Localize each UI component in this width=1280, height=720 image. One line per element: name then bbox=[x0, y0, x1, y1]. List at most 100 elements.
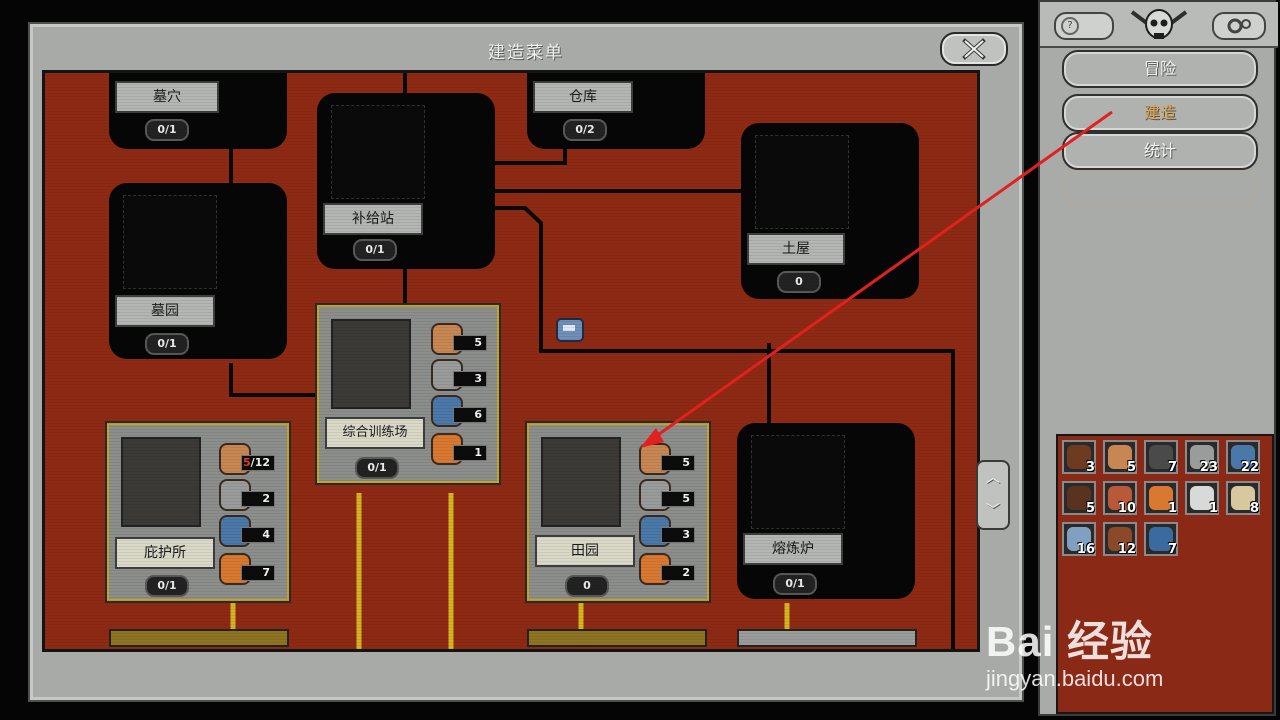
inventory-slot[interactable]: 1 bbox=[1144, 481, 1178, 516]
building-image bbox=[331, 319, 411, 409]
build-menu-window: 建造菜单 bbox=[28, 22, 1024, 702]
inventory-slot[interactable]: 23 bbox=[1185, 440, 1219, 475]
building-card-tomb[interactable]: 墓穴 0/1 bbox=[109, 73, 287, 149]
top-bar: ? bbox=[1040, 2, 1278, 48]
item-count: 22 bbox=[1240, 460, 1259, 475]
build-count: 0 bbox=[777, 271, 821, 293]
building-card-partial[interactable] bbox=[109, 629, 289, 647]
cost-wood: 5 bbox=[639, 443, 695, 475]
build-count: 0/1 bbox=[145, 575, 189, 597]
window-title: 建造菜单 bbox=[488, 43, 564, 63]
building-name: 综合训练场 bbox=[325, 417, 425, 449]
cost-food: 1 bbox=[431, 433, 487, 465]
building-card-field[interactable]: 田园 0 5 5 3 2 bbox=[525, 421, 711, 603]
inventory-slot[interactable]: 5 bbox=[1062, 481, 1096, 516]
building-card-hut[interactable]: 土屋 0 bbox=[741, 123, 919, 299]
close-x-icon bbox=[962, 38, 986, 60]
build-count: 0/1 bbox=[145, 119, 189, 141]
inventory-slot[interactable]: 12 bbox=[1103, 522, 1137, 557]
building-card-supply-station[interactable]: 补给站 0/1 bbox=[317, 93, 495, 269]
book-icon bbox=[1067, 527, 1091, 551]
planet-icon bbox=[1149, 527, 1173, 551]
menu-stats-button[interactable]: 统计 bbox=[1062, 132, 1258, 170]
inventory-slot[interactable]: 3 bbox=[1062, 440, 1096, 475]
building-name: 墓穴 bbox=[115, 81, 219, 113]
building-card-warehouse[interactable]: 仓库 0/2 bbox=[527, 73, 705, 149]
item-count: 1 bbox=[1208, 501, 1218, 516]
item-count: 23 bbox=[1199, 460, 1218, 475]
scroll-buttons: ︿ ﹀ bbox=[976, 460, 1010, 530]
stone-icon bbox=[219, 479, 251, 511]
cost-stone: 5 bbox=[639, 479, 695, 511]
building-card-partial[interactable] bbox=[527, 629, 707, 647]
skull-emblem-icon bbox=[1130, 9, 1188, 39]
build-count: 0/1 bbox=[773, 573, 817, 595]
meat-icon bbox=[1108, 486, 1132, 510]
cost-food: 2 bbox=[639, 553, 695, 585]
menu-empty-slot bbox=[1062, 170, 1258, 206]
skull-icon bbox=[1190, 486, 1214, 510]
inventory-slot[interactable]: 16 bbox=[1062, 522, 1096, 557]
cost-food: 7 bbox=[219, 553, 275, 585]
building-image bbox=[751, 435, 845, 529]
building-image bbox=[123, 195, 217, 289]
settings-button[interactable] bbox=[1212, 12, 1266, 40]
food-icon bbox=[1149, 486, 1173, 510]
menu-build-button[interactable]: 建造 bbox=[1062, 94, 1258, 132]
building-card-shelter[interactable]: 庇护所 0/1 5/12 2 4 7 bbox=[105, 421, 291, 603]
item-count: 7 bbox=[1167, 542, 1177, 557]
menu-adventure-button[interactable]: 冒险 bbox=[1062, 50, 1258, 88]
building-name: 庇护所 bbox=[115, 537, 215, 569]
item-count: 16 bbox=[1076, 542, 1095, 557]
inventory-slot[interactable]: 7 bbox=[1144, 522, 1178, 557]
item-count: 3 bbox=[1085, 460, 1095, 475]
inventory-slot[interactable]: 5 bbox=[1103, 440, 1137, 475]
help-button[interactable]: ? bbox=[1054, 12, 1114, 40]
cost-wood: 5 bbox=[431, 323, 487, 355]
inventory-slot[interactable]: 22 bbox=[1226, 440, 1260, 475]
rock-icon bbox=[1149, 445, 1173, 469]
cost-wood: 5/12 bbox=[219, 443, 275, 475]
inventory-slot[interactable]: 1 bbox=[1185, 481, 1219, 516]
item-count: 10 bbox=[1117, 501, 1136, 516]
build-count: 0/2 bbox=[563, 119, 607, 141]
item-count: 5 bbox=[1085, 501, 1095, 516]
watermark-site: jingyan.baidu.com bbox=[986, 666, 1164, 691]
building-name: 土屋 bbox=[747, 233, 845, 265]
help-icon: ? bbox=[1061, 17, 1079, 35]
item-count: 8 bbox=[1249, 501, 1259, 516]
building-card-partial[interactable] bbox=[737, 629, 917, 647]
twig-icon bbox=[1067, 486, 1091, 510]
item-count: 12 bbox=[1117, 542, 1136, 557]
scroll-down-button[interactable]: ﹀ bbox=[986, 503, 1000, 519]
building-card-training-ground[interactable]: 综合训练场 0/1 5 3 6 1 bbox=[315, 303, 501, 485]
inventory-slot[interactable]: 10 bbox=[1103, 481, 1137, 516]
wood-icon bbox=[1108, 445, 1132, 469]
scroll-up-button[interactable]: ︿ bbox=[986, 470, 1000, 486]
build-count: 0/1 bbox=[353, 239, 397, 261]
building-card-smelter[interactable]: 熔炼炉 0/1 bbox=[737, 423, 915, 599]
close-button[interactable] bbox=[940, 32, 1008, 66]
watermark-brand: Bai 经验 bbox=[986, 618, 1154, 665]
baidu-jingyan-watermark: Bai 经验 jingyan.baidu.com bbox=[986, 608, 1216, 708]
building-image bbox=[541, 437, 621, 527]
building-name: 墓园 bbox=[115, 295, 215, 327]
building-image bbox=[331, 105, 425, 199]
item-count: 5 bbox=[1126, 460, 1136, 475]
inventory-slot[interactable]: 8 bbox=[1226, 481, 1260, 516]
building-name: 仓库 bbox=[533, 81, 633, 113]
inventory-slot[interactable]: 7 bbox=[1144, 440, 1178, 475]
stone-icon bbox=[1190, 445, 1214, 469]
cost-stone: 2 bbox=[219, 479, 275, 511]
building-name: 补给站 bbox=[323, 203, 423, 235]
cost-stone: 3 bbox=[431, 359, 487, 391]
build-tree-board: 墓穴 0/1 仓库 0/2 补给站 0/1 土屋 0 墓园 0/1 bbox=[42, 70, 980, 652]
building-name: 熔炼炉 bbox=[743, 533, 843, 565]
item-count: 1 bbox=[1167, 501, 1177, 516]
scroll-icon bbox=[1231, 486, 1255, 510]
cost-orb: 6 bbox=[431, 395, 487, 427]
build-count: 0/1 bbox=[355, 457, 399, 479]
building-card-cemetery[interactable]: 墓园 0/1 bbox=[109, 183, 287, 359]
